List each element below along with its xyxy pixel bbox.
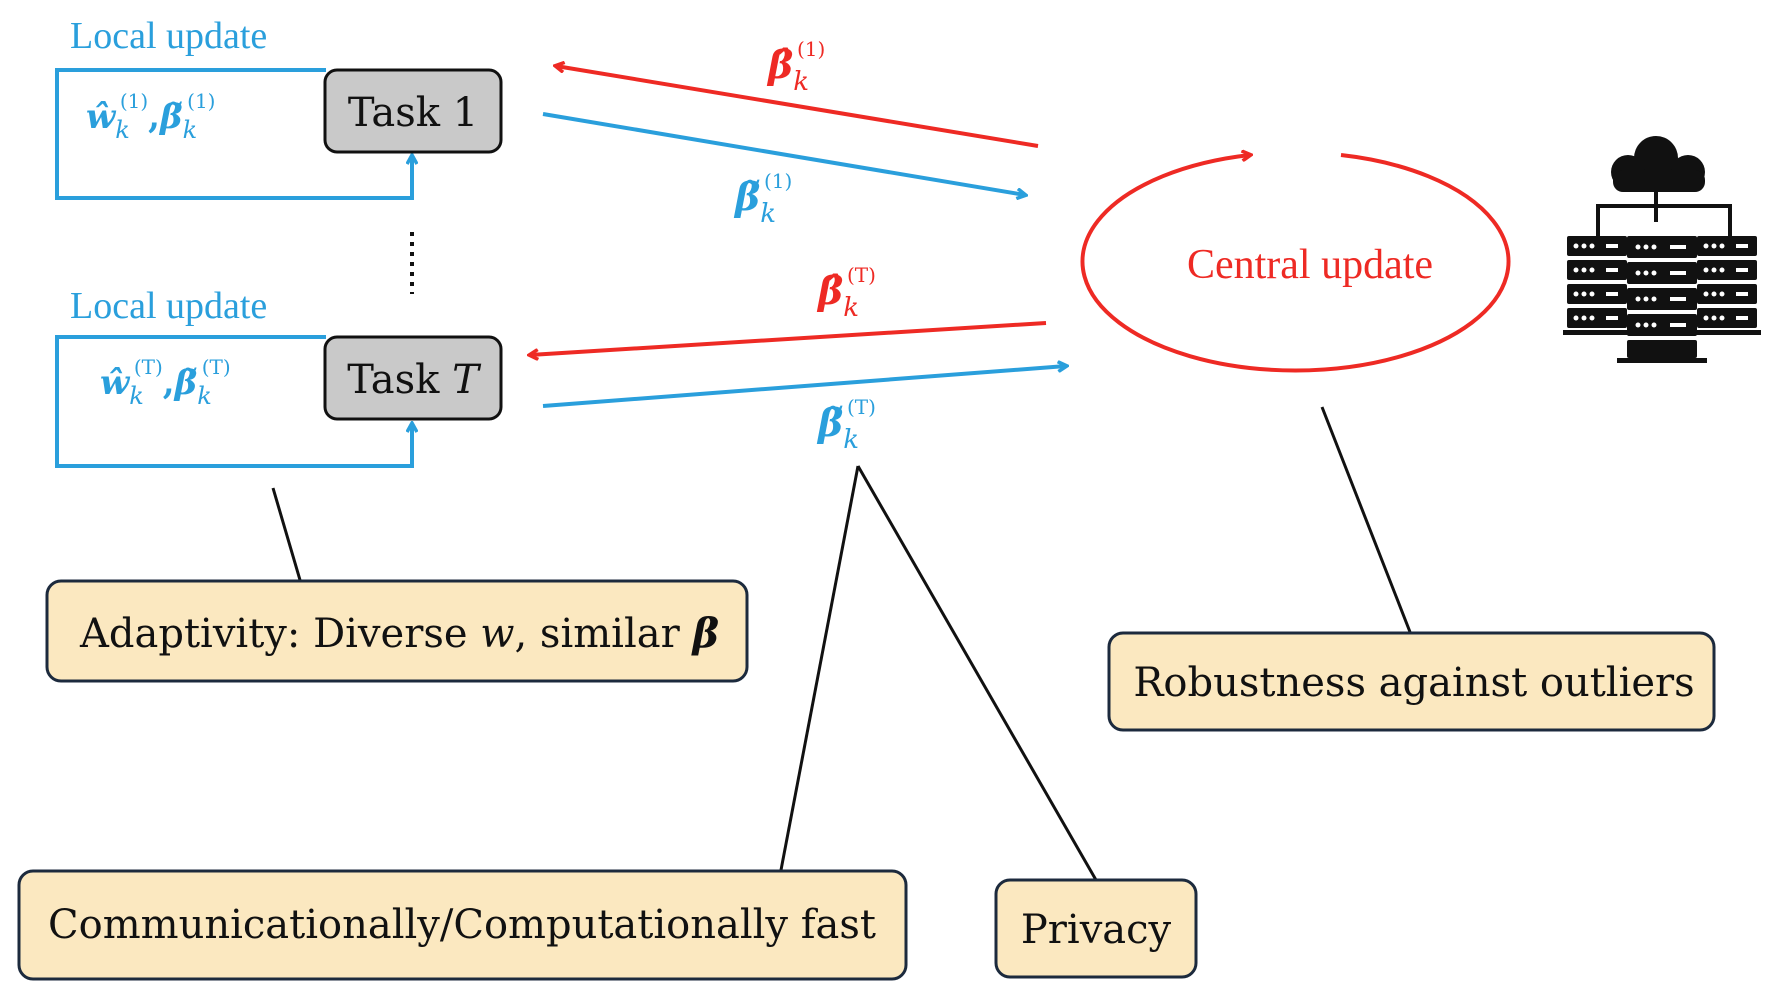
task-T-box[interactable] — [323, 335, 503, 421]
beta-tilde-symbol: β̃ — [816, 400, 843, 445]
beta-sup: (1) — [187, 89, 215, 113]
adaptivity-beta: β — [690, 610, 719, 657]
label-red-1: β̂k (1) — [766, 37, 825, 97]
note-privacy — [994, 878, 1198, 979]
central-update-label: Central update — [1187, 242, 1433, 288]
task-T-var: T — [452, 357, 482, 403]
note-adaptivity-text: Adaptivity: Diverse w, similar β — [79, 610, 719, 657]
local-update-label-1: Local update — [70, 15, 267, 57]
adaptivity-mid: , similar — [514, 611, 692, 657]
var-sep: , — [148, 97, 160, 137]
connector-robustness — [1320, 406, 1412, 633]
beta-hat-symbol: β̂ — [766, 42, 793, 87]
task-1-box[interactable] — [323, 68, 503, 154]
local-vars-T: ŵk(T),β̃k(T) — [100, 355, 231, 410]
arrow-red-to-task-1 — [556, 66, 1039, 148]
sup: (T) — [847, 263, 876, 287]
task-T-label: Task T — [347, 357, 482, 403]
local-update-label-T: Local update — [70, 285, 267, 327]
label-blue-T: β̃k (T) — [816, 395, 876, 455]
central-update-loop — [1080, 155, 1511, 373]
connector-privacy — [856, 465, 1098, 881]
beta-tilde-symbol: β̃ — [733, 174, 760, 219]
beta-sub: k — [183, 116, 198, 144]
note-communication-text: Communicationally/Computationally fast — [48, 902, 876, 948]
connector-adaptivity — [271, 487, 302, 581]
note-adaptivity — [45, 579, 749, 683]
task-1-label: Task 1 — [348, 90, 478, 136]
sub: k — [760, 199, 776, 229]
var-sep: , — [163, 363, 175, 403]
note-robustness-text: Robustness against outliers — [1133, 660, 1694, 706]
task-T-prefix: Task — [347, 357, 452, 403]
beta-sub: k — [197, 382, 212, 410]
server-cloud-icon — [1563, 136, 1761, 363]
arrow-red-to-task-T — [530, 321, 1047, 355]
label-red-T: β̂k (T) — [816, 263, 876, 323]
local-update-loop-1 — [55, 68, 412, 200]
beta-sup: (T) — [202, 355, 231, 379]
w-hat-symbol: ŵ — [86, 97, 117, 137]
adaptivity-w: w — [480, 611, 514, 657]
adaptivity-prefix: Adaptivity: Diverse — [79, 611, 480, 657]
sup: (1) — [764, 169, 792, 193]
note-robustness — [1107, 631, 1716, 732]
note-communication — [17, 869, 908, 981]
local-update-loop-T — [55, 335, 412, 468]
arrow-blue-from-task-1 — [542, 112, 1025, 195]
server-rack-left — [1567, 236, 1627, 328]
sub: k — [843, 425, 859, 455]
w-sub: k — [129, 382, 144, 410]
beta-hat-symbol: β̂ — [816, 268, 843, 313]
beta-tilde-symbol: β̃ — [173, 363, 198, 403]
arrow-blue-from-task-T — [542, 366, 1066, 408]
connector-communication — [779, 465, 860, 871]
w-hat-symbol: ŵ — [100, 363, 131, 403]
beta-tilde-symbol: β̃ — [158, 97, 183, 137]
w-sup: (1) — [120, 89, 148, 113]
label-blue-1: β̃k (1) — [733, 169, 792, 229]
w-sub: k — [115, 116, 130, 144]
server-rack-right — [1697, 236, 1757, 328]
w-sup: (T) — [134, 355, 163, 379]
sup: (T) — [847, 395, 876, 419]
sub: k — [793, 67, 809, 97]
local-vars-1: ŵk(1),β̃k(1) — [86, 89, 215, 144]
note-privacy-text: Privacy — [1021, 907, 1172, 953]
sup: (1) — [797, 37, 825, 61]
sub: k — [843, 293, 859, 323]
